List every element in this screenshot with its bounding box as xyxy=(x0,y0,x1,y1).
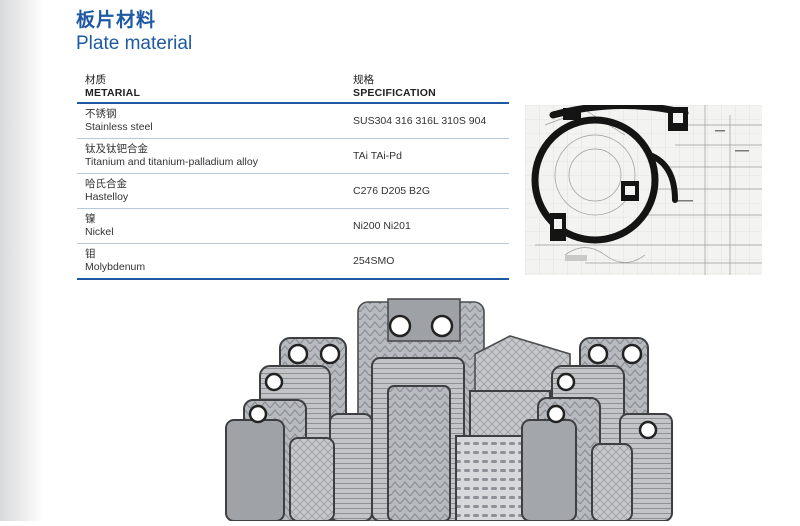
page-title: Plate material xyxy=(76,33,193,54)
material-name-en: Molybdenum xyxy=(85,260,146,273)
table-row: 钼 Molybdenum 254SMO xyxy=(77,244,509,280)
material-name-en: Stainless steel xyxy=(85,120,153,133)
table-header: 材质 METARIAL 规格 SPECIFICATION xyxy=(77,73,509,104)
material-cell: 不锈钢 Stainless steel xyxy=(85,108,153,133)
spec-cell: 254SMO xyxy=(353,255,395,267)
material-name-en: Hastelloy xyxy=(85,190,129,203)
page-title-chinese: 板片材料 xyxy=(76,9,157,31)
material-header-zh: 材质 xyxy=(85,74,106,86)
material-spec-table: 材质 METARIAL 规格 SPECIFICATION 不锈钢 Stainle… xyxy=(77,73,509,280)
material-name-zh: 钼 xyxy=(85,248,96,260)
spec-cell: C276 D205 B2G xyxy=(353,185,431,197)
spec-header-zh: 规格 xyxy=(353,74,374,86)
spec-cell: SUS304 316 316L 310S 904 xyxy=(353,115,487,127)
plates-graphic xyxy=(225,298,673,522)
material-name-zh: 镍 xyxy=(85,213,96,225)
material-name-zh: 钛及钛钯合金 xyxy=(85,143,148,155)
table-row: 哈氏合金 Hastelloy C276 D205 B2G xyxy=(77,174,509,209)
left-decorative-strip xyxy=(0,0,44,521)
spec-cell: Ni200 Ni201 xyxy=(353,220,411,232)
table-row: 镍 Nickel Ni200 Ni201 xyxy=(77,209,509,244)
spec-column-header: 规格 SPECIFICATION xyxy=(353,74,436,100)
gasket-drawing-graphic xyxy=(525,105,762,275)
material-header-en: METARIAL xyxy=(85,87,141,99)
heat-exchanger-plates-image xyxy=(220,296,680,522)
table-row: 不锈钢 Stainless steel SUS304 316 316L 310S… xyxy=(77,104,509,139)
material-cell: 钼 Molybdenum xyxy=(85,248,145,273)
material-cell: 钛及钛钯合金 Titanium and titanium-palladium a… xyxy=(85,143,258,168)
material-cell: 哈氏合金 Hastelloy xyxy=(85,178,128,203)
material-name-en: Titanium and titanium-palladium alloy xyxy=(85,155,258,168)
table-row: 钛及钛钯合金 Titanium and titanium-palladium a… xyxy=(77,139,509,174)
gasket-blueprint-image xyxy=(525,105,762,275)
material-column-header: 材质 METARIAL xyxy=(85,74,140,100)
spec-cell: TAi TAi-Pd xyxy=(353,150,403,162)
material-name-zh: 不锈钢 xyxy=(85,108,117,120)
material-name-en: Nickel xyxy=(85,225,114,238)
material-name-zh: 哈氏合金 xyxy=(85,178,127,190)
spec-header-en: SPECIFICATION xyxy=(353,87,436,99)
material-cell: 镍 Nickel xyxy=(85,213,114,238)
